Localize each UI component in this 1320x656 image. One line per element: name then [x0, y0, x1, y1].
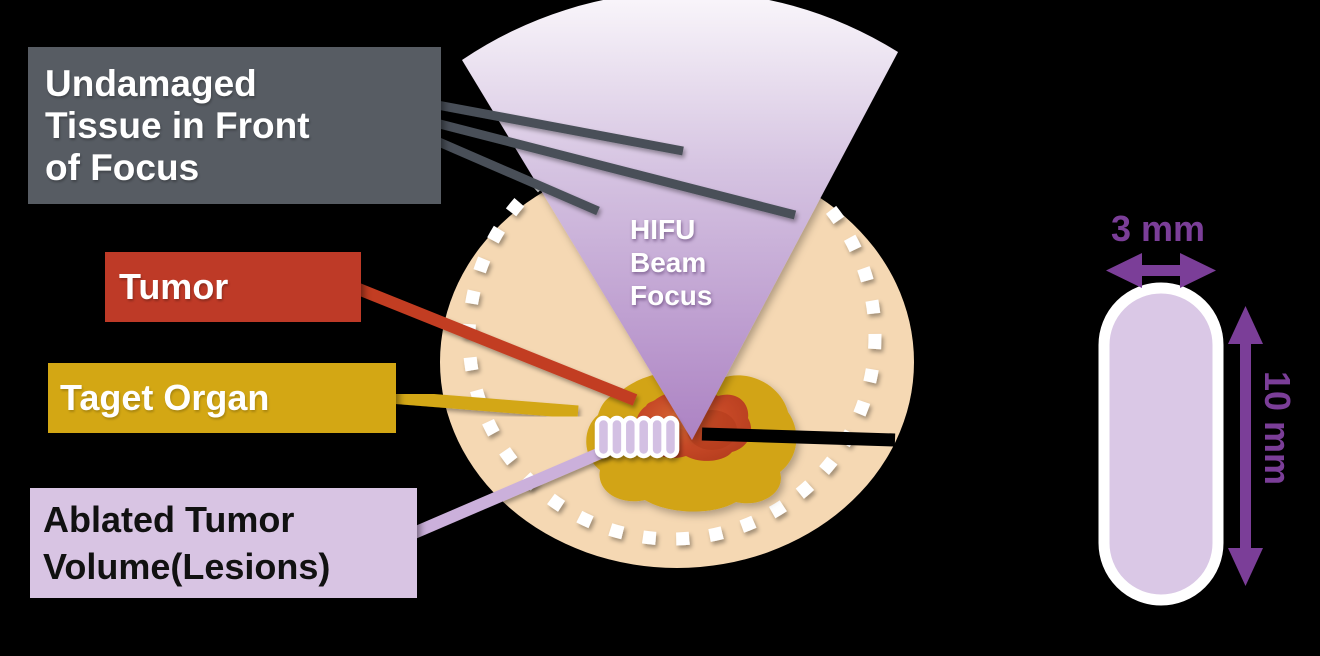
label-tumor: Tumor — [105, 252, 361, 322]
undamaged-leader-lines — [430, 99, 797, 220]
undamaged-leader-line-3 — [430, 134, 600, 216]
label-undamaged-line1: Undamaged — [45, 62, 257, 104]
label-undamaged-line3: of Focus — [45, 146, 200, 188]
dimension-width-label: 3 mm — [1110, 208, 1206, 249]
width-arrow-head-right — [1180, 253, 1216, 288]
label-undamaged-tissue: Undamaged Tissue in Front of Focus — [28, 47, 441, 204]
lesion-capsule — [661, 415, 680, 459]
beam-label-line2: Beam — [630, 247, 707, 278]
beam-label-line1: HIFU — [630, 214, 696, 245]
label-ablated-volume: Ablated Tumor Volume(Lesions) — [30, 488, 417, 598]
lesion-pointer-line — [701, 427, 896, 447]
width-arrow — [1106, 253, 1216, 288]
lesion-size-figure — [1098, 253, 1263, 606]
label-ablated-line1: Ablated Tumor — [43, 499, 295, 540]
label-ablated-line2: Volume(Lesions) — [43, 546, 331, 587]
width-arrow-head-left — [1106, 253, 1142, 288]
lesion-capsule — [634, 415, 653, 459]
height-arrow — [1228, 306, 1263, 586]
undamaged-leader-line-2 — [430, 117, 797, 220]
label-target-organ: Taget Organ — [48, 363, 396, 433]
width-arrow-shaft — [1130, 265, 1192, 276]
lesion-capsule-large — [1098, 282, 1224, 606]
lesion-capsule — [648, 415, 666, 459]
lesion-capsule — [608, 415, 626, 459]
height-arrow-head-bottom — [1228, 548, 1263, 586]
target-organ-leader-line — [389, 390, 579, 419]
tumor-leader-line — [353, 282, 638, 406]
undamaged-leader-line-1 — [431, 99, 684, 156]
hifu-beam-cone — [462, 0, 898, 440]
label-undamaged-line2: Tissue in Front — [45, 104, 310, 146]
lesion-coil — [594, 415, 680, 459]
dimension-height-label: 10 mm — [1257, 370, 1298, 486]
label-target-organ-text: Taget Organ — [60, 377, 270, 419]
label-hifu-beam-focus: HIFU Beam Focus — [630, 213, 712, 312]
lesion-capsule — [621, 415, 640, 459]
lesion-capsule — [594, 415, 613, 459]
ablated-leader-line — [411, 442, 615, 539]
label-tumor-text: Tumor — [119, 266, 229, 308]
height-arrow-shaft — [1240, 332, 1251, 560]
height-arrow-head-top — [1228, 306, 1263, 344]
beam-label-line3: Focus — [630, 280, 713, 311]
